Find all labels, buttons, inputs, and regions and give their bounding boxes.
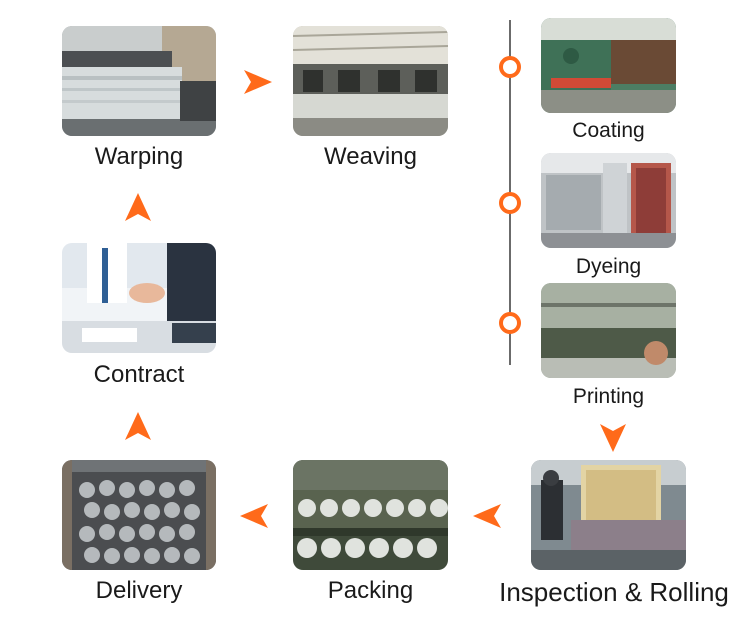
delivery-photo (62, 460, 216, 570)
contract-label: Contract (93, 361, 185, 388)
coating-photo (541, 18, 676, 113)
delivery-label: Delivery (95, 577, 183, 604)
arrow-down-icon (600, 424, 626, 452)
arrow-up-icon (125, 412, 151, 440)
arrow-left-icon (240, 504, 268, 528)
ring-node-icon (499, 56, 521, 78)
printing-photo (541, 283, 676, 378)
contract-photo (62, 243, 216, 353)
warping-photo (62, 26, 216, 136)
packing-photo (293, 460, 448, 570)
packing-label: Packing (327, 577, 414, 604)
dyeing-label: Dyeing (575, 255, 642, 278)
ring-node-icon (499, 192, 521, 214)
printing-label: Printing (572, 385, 645, 408)
inspection-photo (531, 460, 686, 570)
weaving-photo (293, 26, 448, 136)
coating-label: Coating (572, 119, 645, 142)
warping-label: Warping (94, 143, 184, 170)
arrow-right-icon (244, 70, 272, 94)
ring-node-icon (499, 312, 521, 334)
inspection-label: Inspection & Rolling (499, 577, 729, 607)
arrow-up-icon (125, 193, 151, 221)
arrow-left-icon (473, 504, 501, 528)
dyeing-photo (541, 153, 676, 248)
weaving-label: Weaving (324, 143, 417, 170)
